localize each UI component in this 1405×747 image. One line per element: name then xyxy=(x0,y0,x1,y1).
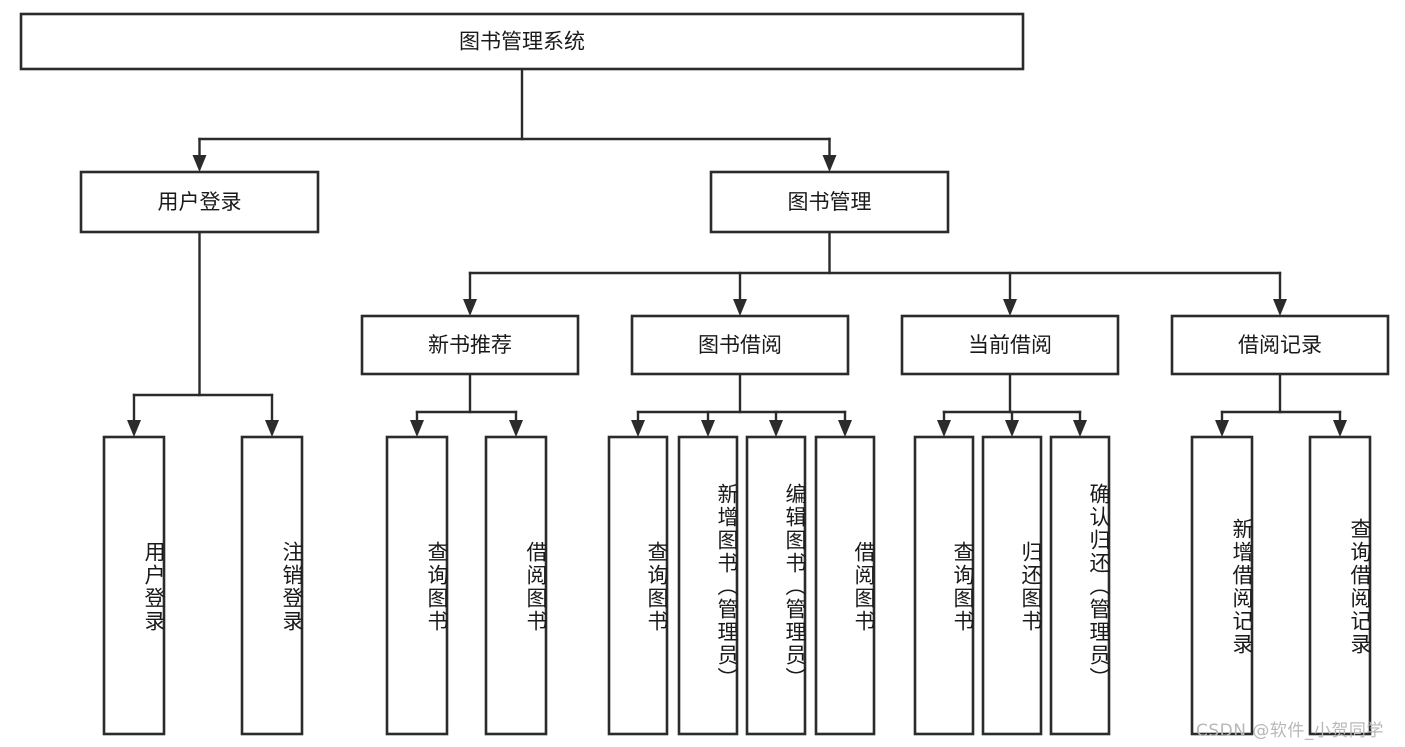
arrow-head-icon xyxy=(1005,420,1019,437)
node-label-user-login: 用户登录 xyxy=(158,190,242,214)
arrow-head-icon xyxy=(192,155,207,172)
arrow-head-icon xyxy=(509,420,523,437)
node-box-current-borrow[interactable] xyxy=(900,314,1120,376)
node-label-current-borrow: 当前借阅 xyxy=(968,333,1052,357)
arrow-head-icon xyxy=(733,299,747,316)
arrow-head-icon xyxy=(1073,420,1087,437)
node-box-leaf-edit-book[interactable] xyxy=(745,435,807,736)
arrow-head-icon xyxy=(838,420,852,437)
node-label-book-borrow: 图书借阅 xyxy=(698,333,782,357)
watermark-text: CSDN @软件_小贺同学 xyxy=(1196,721,1384,741)
arrow-head-icon xyxy=(769,420,783,437)
arrow-head-icon xyxy=(1273,299,1287,316)
node-box-borrow-record[interactable] xyxy=(1170,314,1390,376)
connectors-layer xyxy=(127,67,1347,437)
arrow-head-icon xyxy=(463,299,477,316)
arrow-head-icon xyxy=(631,420,645,437)
boxes-layer xyxy=(19,12,1390,736)
node-box-leaf-return-book[interactable] xyxy=(981,435,1043,736)
node-box-leaf-query-record[interactable] xyxy=(1308,435,1372,736)
node-box-leaf-query-book-1[interactable] xyxy=(385,435,449,736)
arrow-head-icon xyxy=(127,420,141,437)
node-box-leaf-query-book-2[interactable] xyxy=(607,435,669,736)
arrow-head-icon xyxy=(701,420,715,437)
node-box-book-manage[interactable] xyxy=(709,170,950,234)
node-box-root[interactable] xyxy=(19,12,1025,71)
arrow-head-icon xyxy=(410,420,424,437)
node-label-root: 图书管理系统 xyxy=(459,30,585,54)
node-box-new-book-recommend[interactable] xyxy=(360,314,580,376)
node-box-leaf-borrow-book-2[interactable] xyxy=(814,435,876,736)
node-box-leaf-borrow-book-1[interactable] xyxy=(484,435,548,736)
node-box-book-borrow[interactable] xyxy=(630,314,850,376)
node-label-book-manage: 图书管理 xyxy=(788,190,872,214)
node-label-new-book-recommend: 新书推荐 xyxy=(428,333,512,357)
node-label-borrow-record: 借阅记录 xyxy=(1238,333,1322,357)
arrow-head-icon xyxy=(937,420,951,437)
arrow-head-icon xyxy=(1003,299,1017,316)
node-box-leaf-query-book-3[interactable] xyxy=(913,435,975,736)
node-box-leaf-add-record[interactable] xyxy=(1190,435,1254,736)
node-box-leaf-confirm-return[interactable] xyxy=(1049,435,1111,736)
arrow-head-icon xyxy=(1215,420,1229,437)
arrow-head-icon xyxy=(265,420,279,437)
node-box-leaf-user-logout[interactable] xyxy=(240,435,304,736)
node-box-leaf-user-login[interactable] xyxy=(102,435,166,736)
arrow-head-icon xyxy=(1333,420,1347,437)
arrow-head-icon xyxy=(822,155,837,172)
node-box-user-login[interactable] xyxy=(79,170,320,234)
node-box-leaf-add-book[interactable] xyxy=(677,435,739,736)
